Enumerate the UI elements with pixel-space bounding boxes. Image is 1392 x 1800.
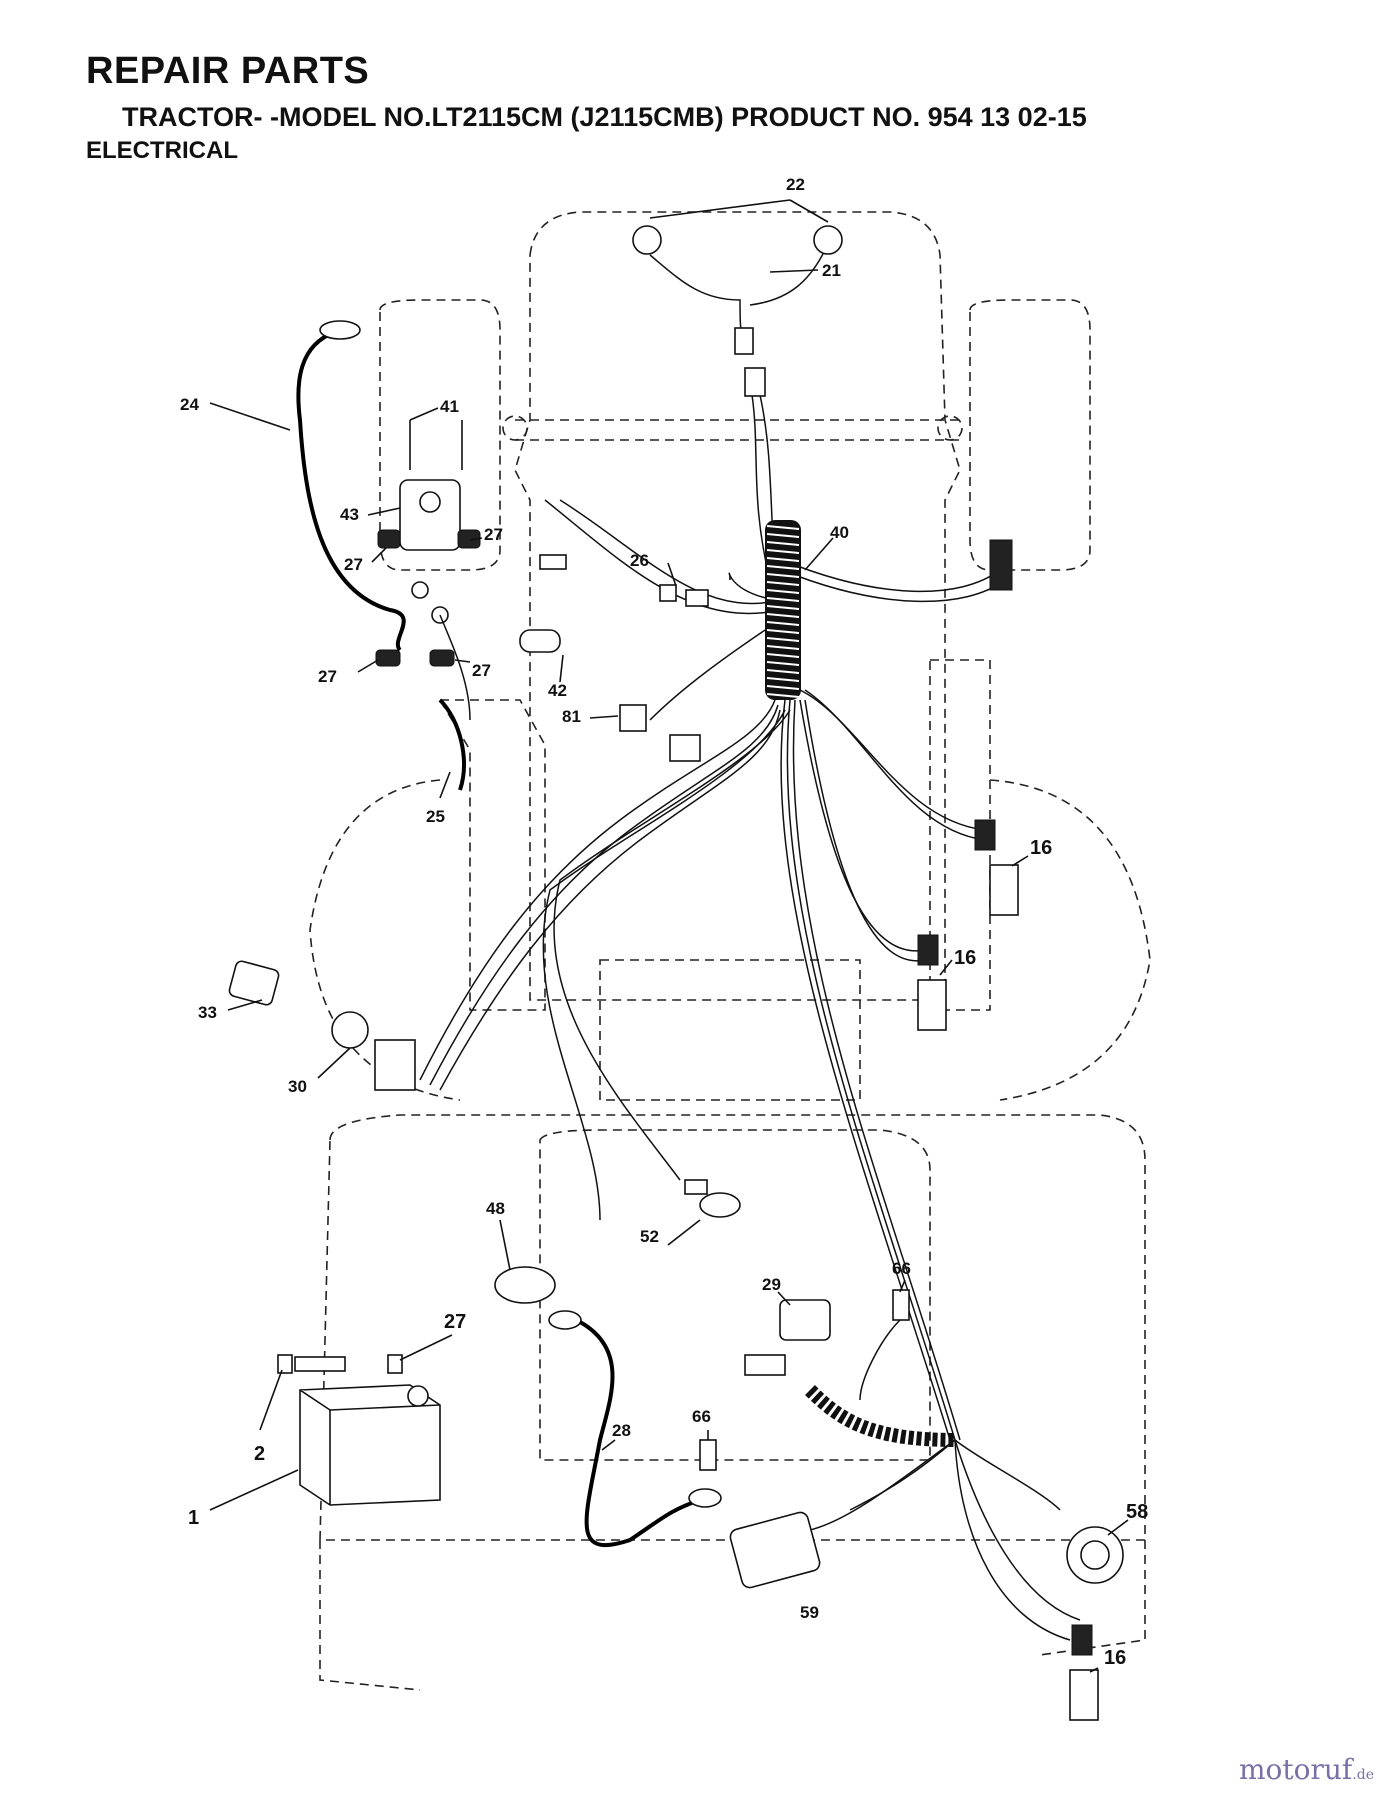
callout-41: 41 — [440, 397, 459, 416]
connectors — [228, 539, 1124, 1721]
callout-27c: 27 — [318, 667, 337, 686]
wire-loom — [765, 520, 801, 700]
callout-27d: 27 — [472, 661, 491, 680]
callout-43: 43 — [340, 505, 359, 524]
callout-22: 22 — [786, 175, 805, 194]
callout-1: 1 — [188, 1507, 199, 1529]
callout-27e: 27 — [444, 1311, 466, 1333]
callout-66a: 66 — [892, 1259, 911, 1278]
callout-42: 42 — [548, 681, 567, 700]
tractor-outline — [309, 211, 1151, 1691]
callout-27a: 27 — [484, 525, 503, 544]
model-subtitle: TRACTOR- -MODEL NO.LT2115CM (J2115CMB) P… — [122, 102, 1087, 132]
callout-66b: 66 — [692, 1407, 711, 1426]
callout-30: 30 — [288, 1077, 307, 1096]
callout-16a: 16 — [1030, 837, 1052, 859]
battery-icon — [277, 1354, 441, 1506]
page-title: REPAIR PARTS — [86, 50, 370, 92]
callout-16c: 16 — [1104, 1647, 1126, 1669]
callout-58: 58 — [1126, 1501, 1148, 1523]
callout-48: 48 — [486, 1199, 505, 1218]
lower-wire-loom — [805, 1385, 956, 1447]
callout-28: 28 — [612, 1421, 631, 1440]
section-heading: ELECTRICAL — [86, 137, 238, 164]
callout-29: 29 — [762, 1275, 781, 1294]
watermark-logo: motoruf.de — [1238, 1753, 1374, 1786]
callout-26: 26 — [630, 551, 649, 570]
callout-59: 59 — [800, 1603, 819, 1622]
callout-21: 21 — [822, 261, 841, 280]
callout-25: 25 — [426, 807, 445, 826]
battery-cable-24 — [296, 320, 466, 791]
callout-40: 40 — [830, 523, 849, 542]
callout-24: 24 — [180, 395, 199, 414]
leader-lines — [209, 199, 1129, 1673]
callout-16b: 16 — [954, 947, 976, 969]
callout-81: 81 — [562, 707, 581, 726]
callout-2: 2 — [254, 1443, 265, 1465]
solenoid-cluster — [375, 420, 481, 721]
callout-52: 52 — [640, 1227, 659, 1246]
callout-27b: 27 — [344, 555, 363, 574]
main-harness — [419, 394, 1081, 1641]
headlight-assembly — [632, 225, 843, 397]
bolts — [699, 1289, 910, 1471]
callout-33: 33 — [198, 1003, 217, 1022]
battery-cable-28 — [548, 1310, 722, 1547]
callout-labels: 22 21 24 41 43 27 27 27 27 26 40 42 81 2… — [180, 175, 1148, 1669]
